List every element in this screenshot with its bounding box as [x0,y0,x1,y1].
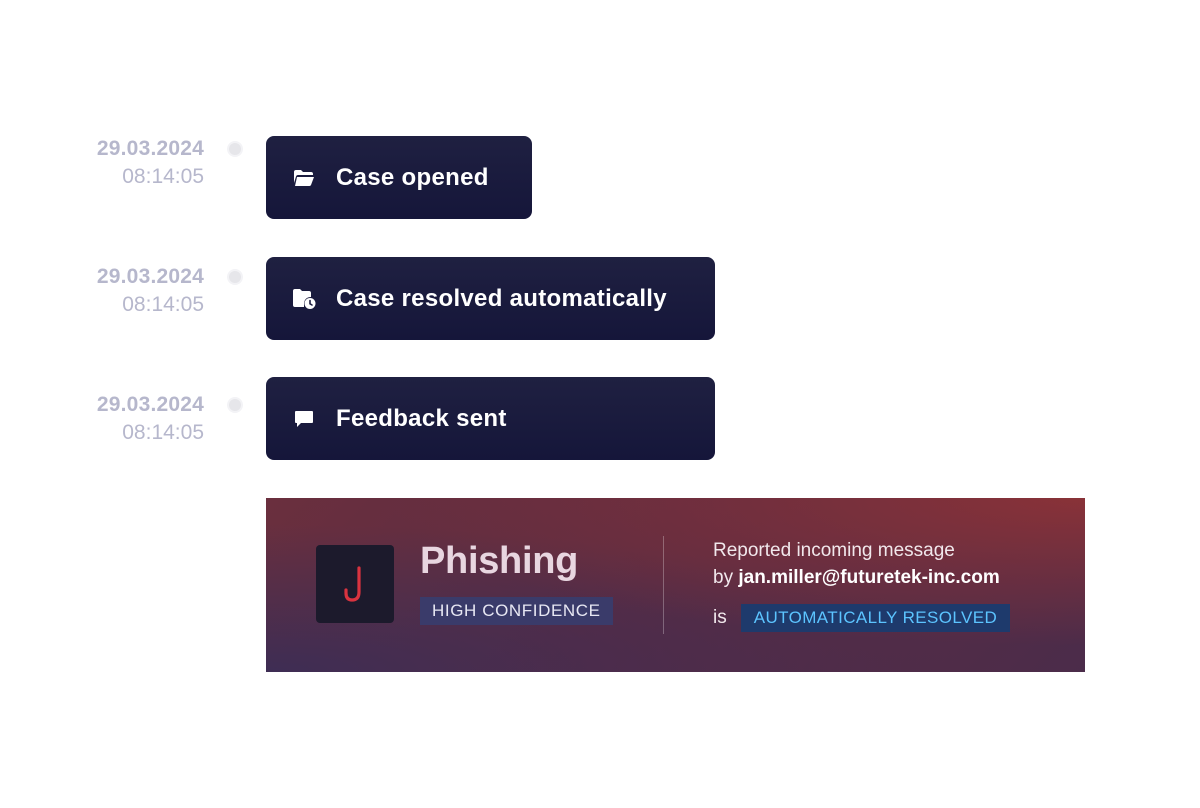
event-time: 08:14:05 [122,165,204,188]
status-badge: AUTOMATICALLY RESOLVED [740,604,1011,632]
event-label: Feedback sent [336,404,507,432]
timeline-dot [229,143,241,155]
confidence-badge: HIGH CONFIDENCE [420,597,613,625]
chat-bubble-icon [292,407,316,431]
timeline-event: 29.03.2024 08:14:05 Case resolved automa… [0,257,1200,348]
threat-type-title: Phishing [420,540,579,582]
reporter-email[interactable]: jan.miller@futuretek-inc.com [738,567,1000,588]
event-time: 08:14:05 [122,293,204,316]
event-card-case-opened[interactable]: Case opened [266,136,532,219]
reporter-line: by jan.miller@futuretek-inc.com [713,568,1000,587]
phishing-alert-banner[interactable]: Phishing HIGH CONFIDENCE Reported incomi… [266,498,1085,672]
alert-divider [663,536,664,634]
event-card-feedback-sent[interactable]: Feedback sent [266,377,715,460]
j-logo-icon [344,566,361,602]
folder-open-icon [292,166,316,190]
event-card-case-resolved[interactable]: Case resolved automatically [266,257,715,340]
report-description: Reported incoming message [713,540,955,561]
timeline-dot [229,399,241,411]
event-date: 29.03.2024 [96,265,204,288]
status-row: is AUTOMATICALLY RESOLVED [713,604,1011,632]
event-time: 08:14:05 [122,421,204,444]
event-date: 29.03.2024 [96,393,204,416]
brand-logo [316,545,394,623]
timeline-event: 29.03.2024 08:14:05 Case opened [0,136,1200,220]
event-date: 29.03.2024 [96,137,204,160]
event-label: Case resolved automatically [336,284,667,312]
timeline-dot [229,271,241,283]
status-prefix: is [713,607,727,628]
folder-clock-icon [292,287,316,311]
reporter-prefix: by [713,567,734,588]
timeline-event: 29.03.2024 08:14:05 Feedback sent [0,377,1200,476]
event-label: Case opened [336,163,489,191]
